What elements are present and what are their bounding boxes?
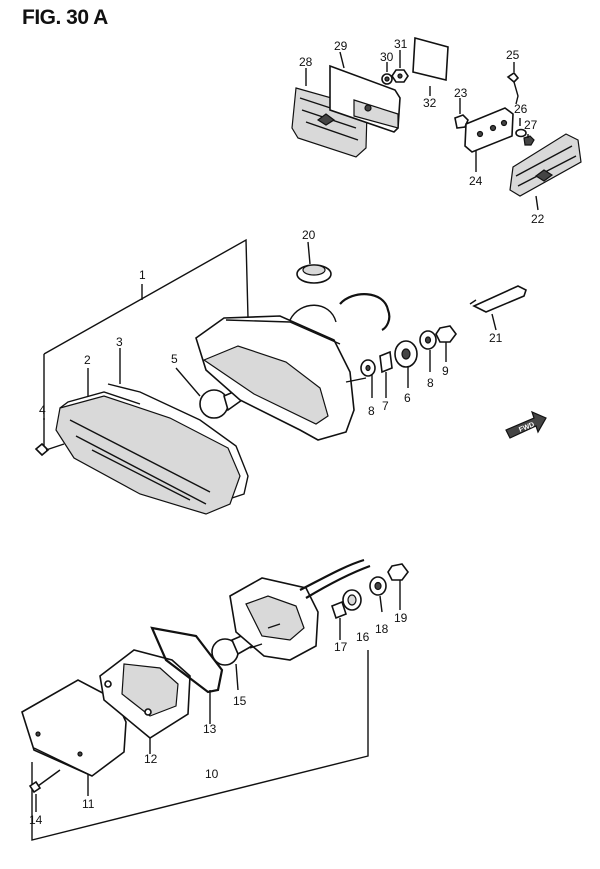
pad-32: [412, 36, 449, 82]
grommet-6: [394, 340, 418, 368]
nut-9: [435, 325, 457, 343]
washer-18: [369, 576, 387, 596]
callout-29: 29: [334, 39, 348, 53]
lamp-case-12: [99, 649, 191, 739]
washer-30: [381, 73, 393, 85]
callout-11: 11: [82, 797, 95, 811]
tail-lamp-assembly-bracket: [43, 238, 249, 420]
callout-12: 12: [144, 752, 158, 766]
nut-19: [387, 563, 409, 581]
gasket-3: [107, 383, 249, 499]
callout-1: 1: [139, 268, 146, 282]
nut-27: [523, 135, 535, 146]
screw-25: [506, 71, 520, 105]
callout-9: 9: [442, 364, 449, 378]
callout-21: 21: [489, 331, 503, 345]
callout-8b: 8: [427, 376, 434, 390]
callout-31: 31: [394, 37, 408, 51]
callout-20: 20: [302, 228, 316, 242]
callout-28: 28: [299, 55, 313, 69]
callout-17: 17: [334, 640, 348, 654]
callout-13: 13: [203, 722, 217, 736]
callout-18: 18: [375, 622, 389, 636]
reflector-22: [509, 133, 582, 197]
fwd-arrow: FWD: [505, 410, 547, 439]
callout-7: 7: [382, 399, 389, 413]
leader-lines: [35, 50, 539, 812]
bracket-24: [464, 107, 514, 153]
collar-7: [379, 350, 393, 374]
screw-4: [34, 442, 65, 457]
callout-26: 26: [514, 102, 528, 116]
callout-5: 5: [171, 352, 178, 366]
screw-14: [28, 769, 61, 794]
callout-30: 30: [380, 50, 394, 64]
callout-15: 15: [233, 694, 247, 708]
callout-25: 25: [506, 48, 520, 62]
license-lamp-bracket-line: [31, 650, 369, 841]
callout-14: 14: [29, 813, 43, 827]
callout-27: 27: [524, 118, 538, 132]
callout-4: 4: [39, 403, 46, 417]
lamp-housing: [195, 293, 391, 441]
washer-8a: [360, 359, 376, 377]
nut-31: [391, 69, 409, 83]
lens-2: [55, 391, 241, 515]
callout-2: 2: [84, 353, 91, 367]
callout-32: 32: [423, 96, 437, 110]
callout-24: 24: [469, 174, 483, 188]
callout-23: 23: [454, 86, 468, 100]
callout-8a: 8: [368, 404, 375, 418]
collar-17: [331, 600, 347, 620]
socket-housing: [229, 558, 371, 661]
figure-title: FIG. 30 A: [22, 6, 108, 29]
grommet-20: [296, 264, 332, 284]
grommet-16: [342, 589, 362, 611]
reflector-bracket-29: [329, 64, 401, 133]
clamp-21: [469, 285, 527, 313]
washer-26: [515, 128, 527, 138]
callout-10: 10: [205, 767, 219, 781]
callout-22: 22: [531, 212, 545, 226]
callout-6: 6: [404, 391, 411, 405]
callout-3: 3: [116, 335, 123, 349]
washer-8b: [419, 330, 437, 350]
callout-19: 19: [394, 611, 408, 625]
lens-11: [21, 679, 127, 777]
callout-16: 16: [356, 630, 370, 644]
gasket-13: [150, 626, 224, 694]
